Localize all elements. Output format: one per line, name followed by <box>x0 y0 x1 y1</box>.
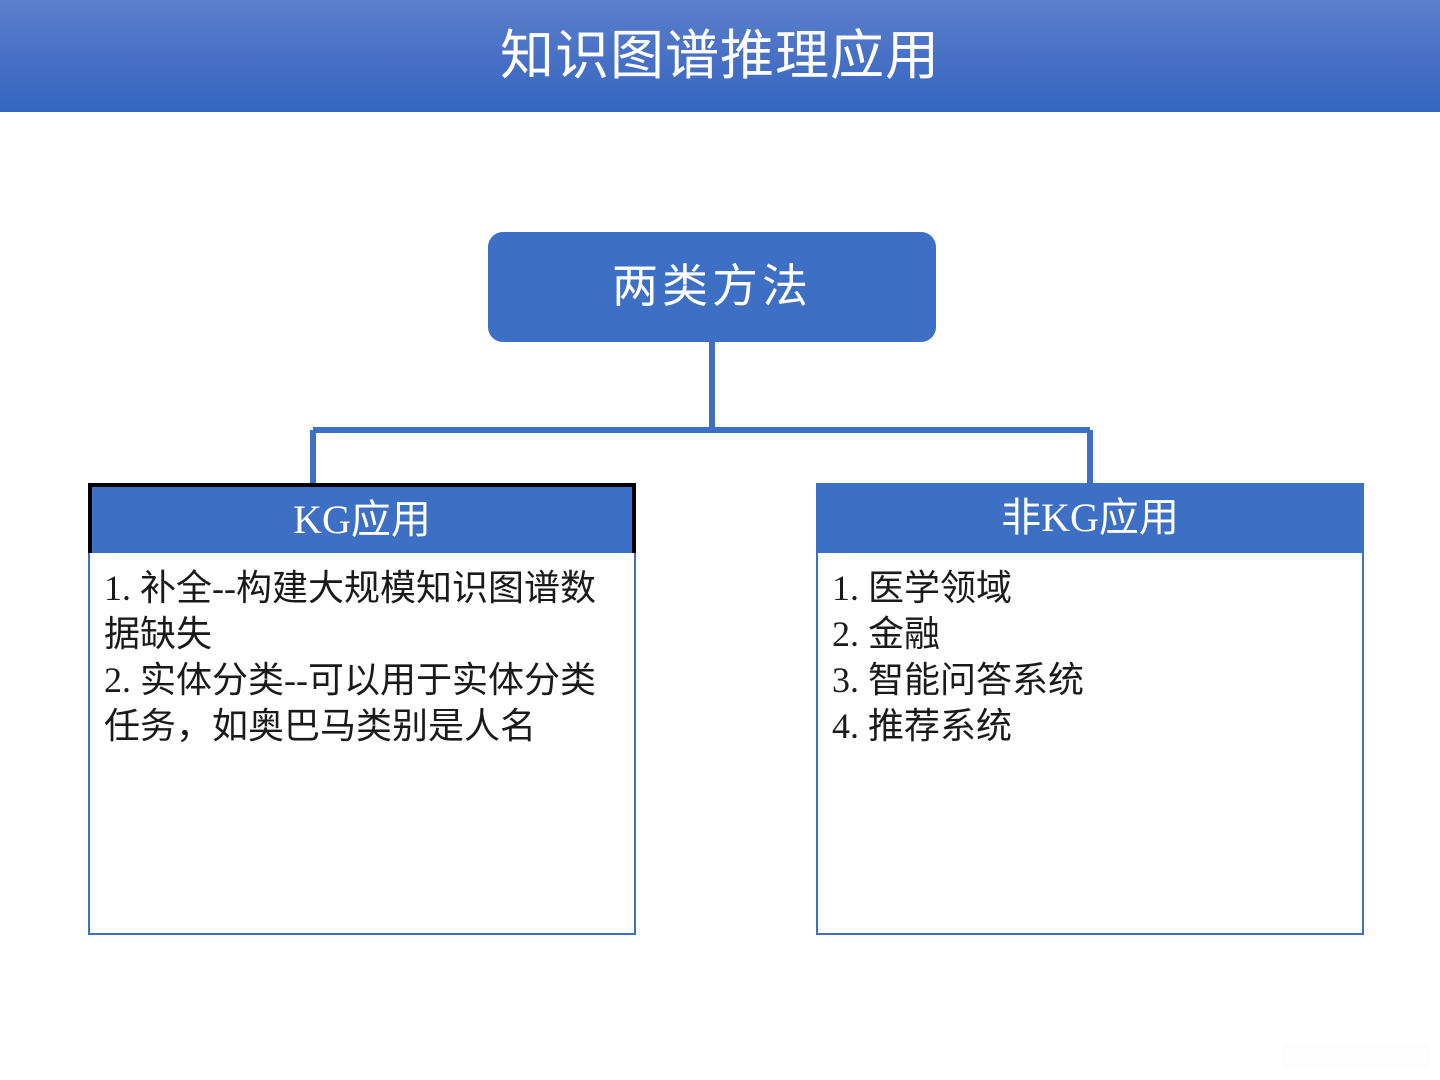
list-non-kg: 1. 医学领域 2. 金融 3. 智能问答系统 4. 推荐系统 <box>832 565 1356 749</box>
list-item: 2. 金融 <box>832 614 941 655</box>
card-kg-applications[interactable]: KG应用 1. 补全--构建大规模知识图谱数据缺失 2. 实体分类--可以用于实… <box>88 483 636 935</box>
card-header-non-kg: 非KG应用 <box>816 483 1364 553</box>
card-non-kg-applications[interactable]: 非KG应用 1. 医学领域 2. 金融 3. 智能问答系统 4. 推荐系统 <box>816 483 1364 935</box>
card-header-label-kg: KG应用 <box>293 497 431 542</box>
list-kg: 1. 补全--构建大规模知识图谱数据缺失 2. 实体分类--可以用于实体分类任务… <box>104 565 628 749</box>
list-item: 2. 实体分类--可以用于实体分类任务，如奥巴马类别是人名 <box>104 660 596 747</box>
card-header-label-non-kg: 非KG应用 <box>1001 495 1179 540</box>
list-item: 4. 推荐系统 <box>832 706 1013 747</box>
card-body-kg: 1. 补全--构建大规模知识图谱数据缺失 2. 实体分类--可以用于实体分类任务… <box>88 553 636 935</box>
slide-header-band: 知识图谱推理应用 <box>0 0 1440 112</box>
diagram-canvas: 两类方法 KG应用 1. 补全--构建大规模知识图谱数据缺失 2. 实体分类--… <box>0 112 1440 1080</box>
card-body-non-kg: 1. 医学领域 2. 金融 3. 智能问答系统 4. 推荐系统 <box>816 553 1364 935</box>
card-header-kg: KG应用 <box>88 483 636 553</box>
list-item: 1. 补全--构建大规模知识图谱数据缺失 <box>104 568 596 655</box>
root-node-label: 两类方法 <box>612 261 812 312</box>
corner-watermark <box>1283 1043 1429 1069</box>
root-node[interactable]: 两类方法 <box>488 232 936 342</box>
page-title: 知识图谱推理应用 <box>500 26 940 86</box>
list-item: 3. 智能问答系统 <box>832 660 1085 701</box>
list-item: 1. 医学领域 <box>832 568 1013 608</box>
